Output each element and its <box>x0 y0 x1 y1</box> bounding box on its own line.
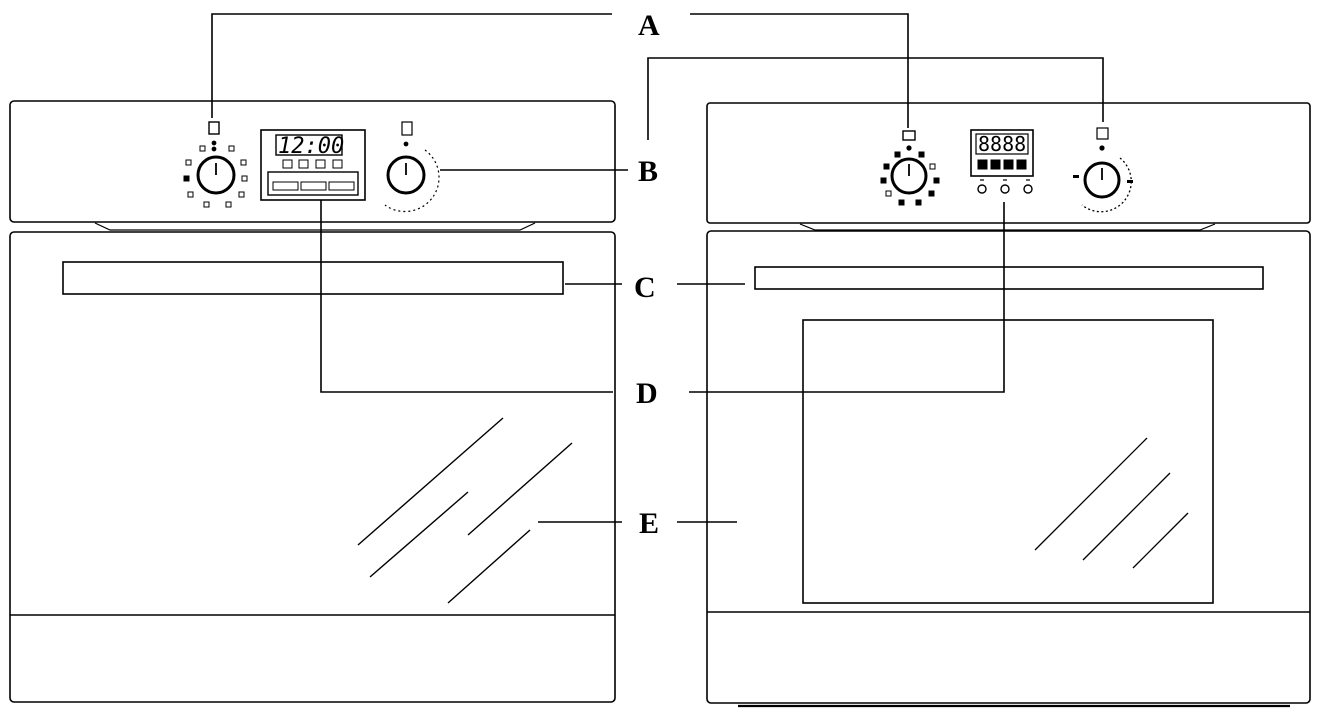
left-door-handle <box>62 261 564 295</box>
right-temperature-knob <box>1073 127 1133 213</box>
right-glass-reflection <box>1034 437 1189 569</box>
right-door <box>706 230 1311 704</box>
label-b: B <box>638 155 658 188</box>
callout-b-top <box>647 57 1104 140</box>
left-glass-reflection <box>357 417 573 604</box>
callout-lines <box>211 13 1104 523</box>
label-c: C <box>634 271 656 304</box>
right-control-panel <box>706 102 1311 224</box>
callout-a-left <box>211 13 612 118</box>
callout-d-right <box>689 202 1005 393</box>
right-door-window <box>802 319 1214 604</box>
label-a: A <box>638 9 660 42</box>
left-door <box>9 231 616 703</box>
right-oven <box>706 102 1311 708</box>
label-e: E <box>639 507 659 540</box>
left-display-text: 12:00 <box>278 134 344 159</box>
left-oven <box>9 100 616 703</box>
left-display-module <box>260 129 366 201</box>
right-door-handle <box>754 266 1264 290</box>
label-d: D <box>636 377 658 410</box>
left-control-panel <box>9 100 616 223</box>
callout-d-left <box>320 200 613 393</box>
left-function-knob <box>183 121 248 208</box>
right-display-module <box>970 129 1034 194</box>
callout-a-right <box>690 13 909 128</box>
right-function-knob <box>880 130 940 206</box>
right-display-text: 8888 <box>978 132 1026 156</box>
left-temperature-knob <box>384 121 440 213</box>
